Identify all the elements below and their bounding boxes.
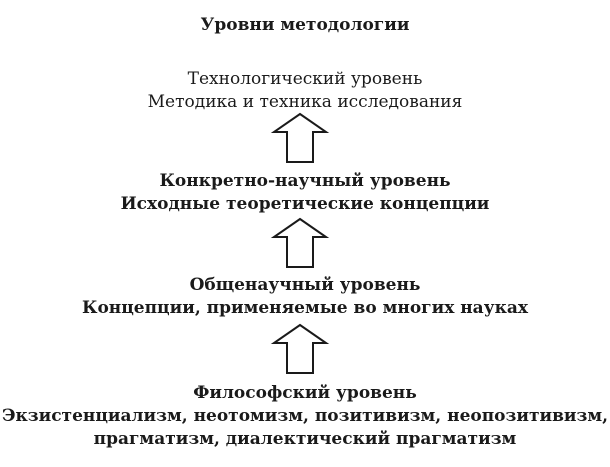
concrete-scientific-level-description: Исходные теоретические концепции [120, 194, 490, 214]
diagram-title: Уровни методологии [200, 15, 410, 35]
up-arrow-icon [270, 112, 330, 164]
general-scientific-level-name: Общенаучный уровень [189, 275, 421, 295]
up-arrow-icon [270, 217, 330, 269]
up-arrow-icon [270, 323, 330, 375]
philosophical-level-description-line1: Экзистенциализм, неотомизм, позитивизм, … [1, 406, 609, 426]
general-scientific-level-description: Концепции, применяемые во многих науках [81, 298, 529, 318]
philosophical-level-name: Философский уровень [193, 383, 417, 403]
concrete-scientific-level-name: Конкретно-научный уровень [159, 171, 451, 191]
technological-level-name: Технологический уровень [187, 69, 423, 89]
philosophical-level-description-line2: прагматизм, диалектический прагматизм [93, 429, 517, 449]
technological-level-description: Методика и техника исследования [147, 92, 463, 112]
